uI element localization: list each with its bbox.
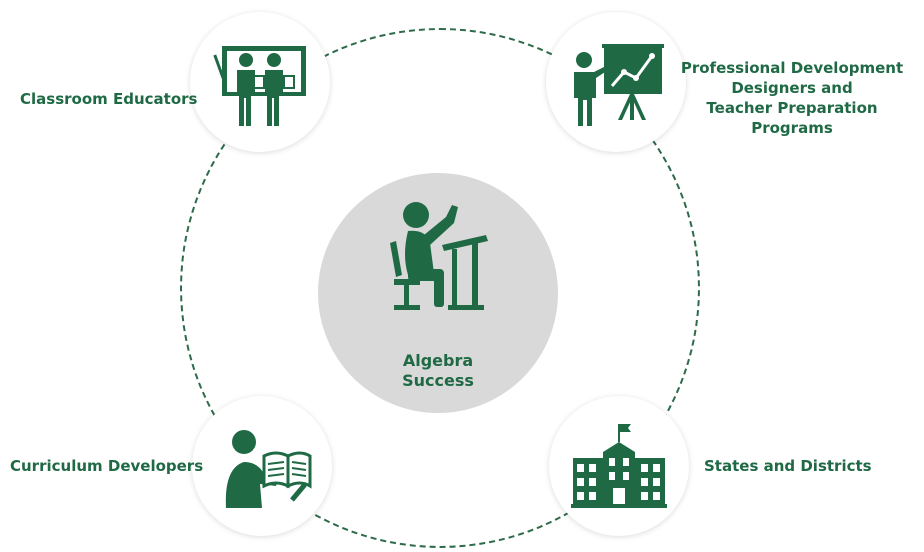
label-curriculum-developers: Curriculum Developers [10,457,204,475]
label-professional-line-4: Programs [751,119,833,137]
presenter-chart-icon [574,44,664,126]
student-at-desk-icon [390,202,488,310]
reader-with-book-icon [225,430,312,508]
center-label-line-1: Algebra [402,351,474,370]
node-professional-development [546,12,686,152]
dashed-connector-ring [180,28,700,548]
center-label-line-2: Success [402,371,474,390]
node-classroom-educators [190,12,330,152]
label-states-districts: States and Districts [704,457,872,475]
center-hub: Algebra Success [318,173,558,413]
government-building-icon [571,424,667,508]
label-professional-line-3: Teacher Preparation [706,99,878,117]
node-states-districts [549,396,689,536]
center-label: Algebra Success [318,351,558,391]
label-classroom-educators: Classroom Educators [20,90,198,108]
teachers-at-board-icon [213,46,306,126]
node-curriculum-developers [192,396,332,536]
label-professional-line-1: Professional Development [680,59,904,77]
label-professional-line-2: Designers and [731,79,853,97]
label-professional-development: Professional Development Designers and T… [672,58,912,138]
